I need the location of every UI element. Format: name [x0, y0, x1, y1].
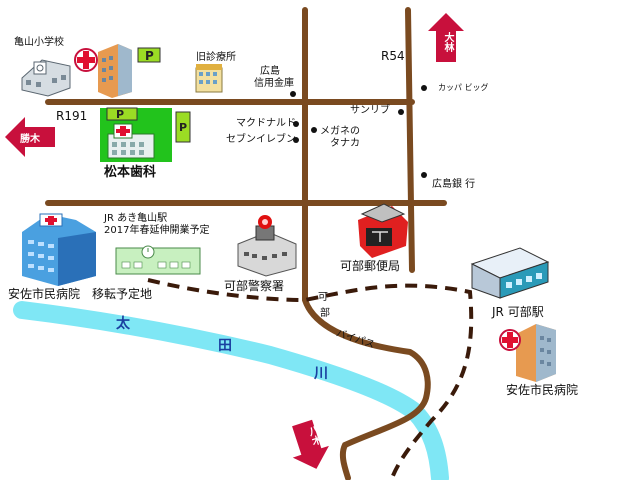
poi-dots — [290, 85, 427, 178]
parking-icon: P — [137, 47, 161, 63]
arrow-katsuki — [5, 117, 55, 157]
label-bypass-be: 部 — [320, 308, 330, 319]
label-river-da: 田 — [218, 338, 232, 354]
roads — [45, 7, 447, 480]
ota-river — [13, 301, 449, 480]
arrow-daibayashi — [428, 13, 464, 62]
label-kameyama-school: 亀山小学校 — [14, 37, 64, 48]
matsumoto-dental-block: P P — [100, 107, 191, 162]
road-r54 — [405, 7, 415, 273]
label-dir-katsuki: 勝木 — [20, 134, 40, 145]
arrow-yagi — [292, 419, 329, 469]
planned-station-icon — [115, 245, 201, 275]
hospital-left-icon — [22, 213, 96, 286]
dot-mcdonalds — [293, 121, 299, 127]
label-old-clinic: 旧診療所 — [196, 52, 236, 63]
label-hospital-right: 安佐市民病院 — [506, 383, 579, 397]
clinic-building-icon — [98, 44, 132, 98]
label-shinkin-2: 信用金庫 — [254, 78, 294, 89]
school-building-icon — [21, 59, 71, 97]
old-clinic-icon — [195, 64, 223, 93]
dot-sunlive — [398, 109, 404, 115]
label-hiroshima-bank: 広島銀 行 — [432, 179, 476, 190]
police-station-icon — [237, 215, 297, 277]
dot-seven — [293, 137, 299, 143]
label-jr-kabe: JR 可部駅 — [492, 305, 544, 319]
dot-bank — [421, 172, 427, 178]
label-megane-2: タナカ — [330, 138, 360, 149]
train-station-icon — [470, 247, 550, 299]
label-relocation: 移転予定地 — [92, 287, 153, 301]
dot-megane — [311, 127, 317, 133]
label-road-r54: R54 — [381, 49, 405, 63]
label-sunlive: サンリブ — [350, 105, 390, 116]
label-matsumoto-dental: 松本歯科 — [104, 165, 157, 180]
dot-shinkin — [290, 91, 296, 97]
jr-rail-line — [147, 278, 474, 479]
svg-text:P: P — [179, 121, 187, 134]
hospital-right-icon — [499, 324, 556, 382]
label-bypass-ka: 可 — [318, 292, 328, 303]
label-kappa-big: カッパ ビッグ — [438, 83, 489, 92]
svg-text:P: P — [116, 108, 124, 121]
label-mcdonalds: マクドナルド — [236, 118, 296, 129]
label-megane-1: メガネの — [320, 126, 360, 137]
hospital-cross-icon — [74, 48, 98, 72]
road-bypass — [302, 7, 431, 480]
post-office-icon — [358, 203, 408, 258]
label-river-gawa: 川 — [314, 366, 328, 382]
label-dir-daibayashi: 大林 — [442, 32, 453, 52]
svg-text:P: P — [145, 49, 154, 63]
label-post-office: 可部郵便局 — [340, 259, 401, 273]
label-seven-eleven: セブンイレブン — [226, 134, 296, 145]
label-river-ta: 太 — [116, 316, 130, 332]
label-shinkin-1: 広島 — [260, 66, 280, 77]
label-road-r191: R191 — [56, 109, 88, 123]
label-police: 可部警察署 — [224, 279, 285, 293]
dot-kappa — [421, 85, 427, 91]
label-jr-station-2: 2017年春延伸開業予定 — [104, 225, 210, 236]
label-jr-station-1: JR あき亀山駅 — [104, 213, 168, 224]
label-hospital-left: 安佐市民病院 — [8, 287, 81, 301]
